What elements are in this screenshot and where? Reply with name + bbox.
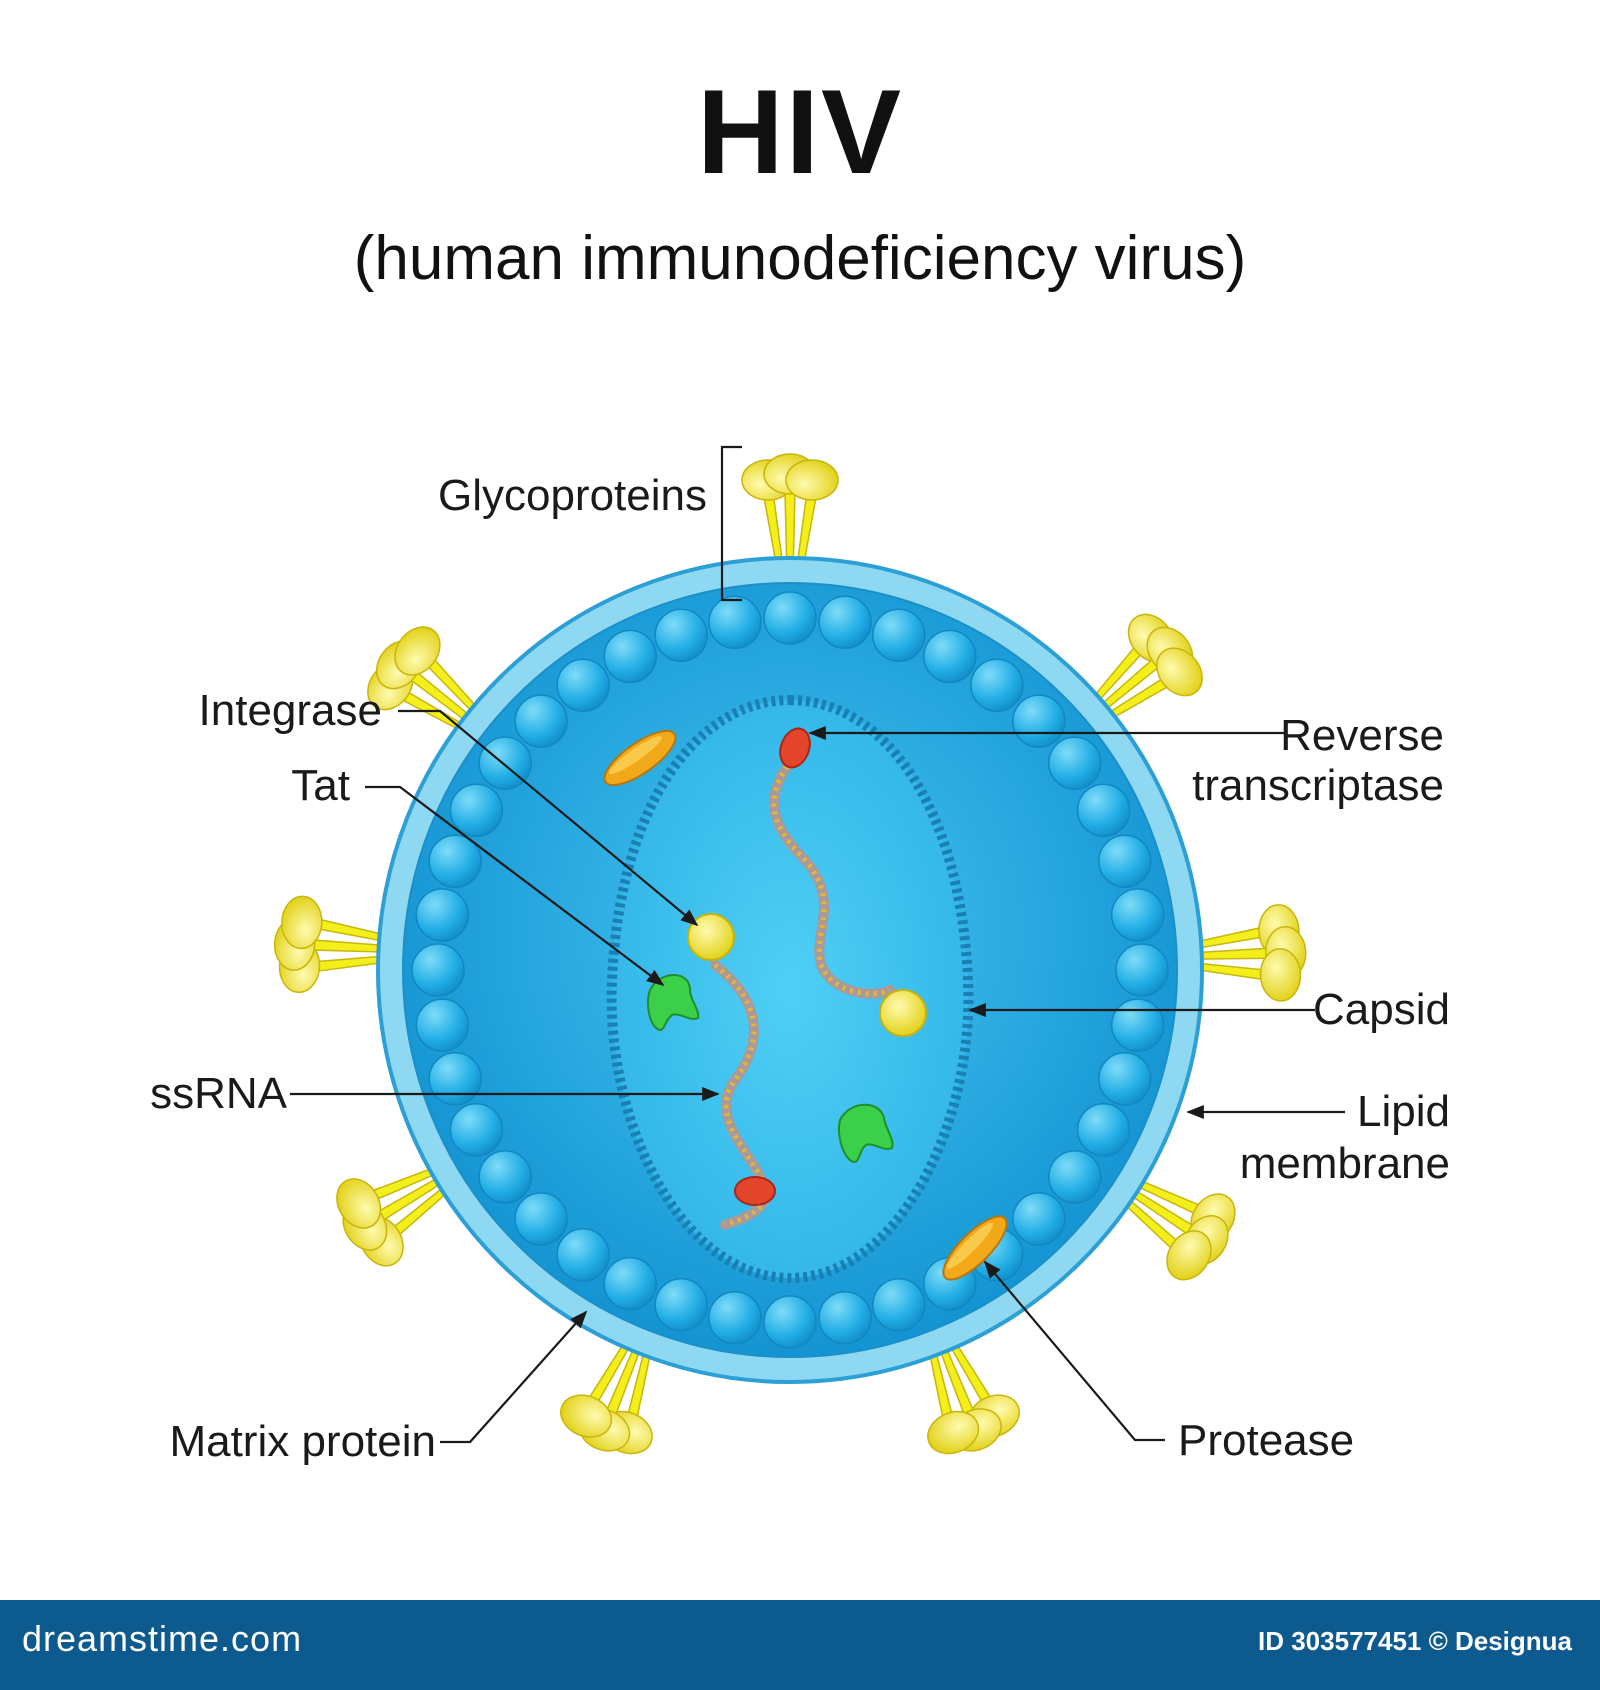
matrix-protein-ball: [872, 1278, 926, 1332]
matrix-protein-ball: [449, 783, 504, 837]
glycoprotein-spike: [926, 1330, 1020, 1455]
glycoproteins-bracket: [720, 445, 742, 602]
matrix-protein-ball: [1098, 1052, 1152, 1106]
page-title: HIV: [696, 65, 904, 199]
label-lipid-membrane-1: Lipid: [1357, 1087, 1450, 1136]
matrix-protein-ball: [1110, 998, 1165, 1052]
tat-protein-2: [838, 1103, 894, 1164]
glycoprotein-spike: [336, 1162, 459, 1267]
label-reverse-transcriptase-2: transcriptase: [1192, 761, 1444, 810]
ssrna-strand-left: [710, 960, 771, 1230]
matrix-protein-ball: [478, 1150, 532, 1204]
ssrna-strand-right: [769, 755, 895, 999]
matrix-protein-ball: [603, 1256, 657, 1311]
matrix-protein-ball: [763, 591, 817, 645]
glycoprotein-spike: [1084, 613, 1203, 727]
matrix-protein-ball: [708, 595, 762, 650]
protease-bottom: [942, 1215, 1008, 1281]
matrix-protein-leader: [440, 1310, 588, 1444]
matrix-protein-ball: [1012, 694, 1066, 748]
matrix-protein-ball: [556, 658, 610, 712]
matrix-protein-ball: [449, 1103, 504, 1157]
label-matrix-protein: Matrix protein: [169, 1417, 436, 1466]
matrix-protein-layer: [411, 591, 1169, 1349]
label-capsid: Capsid: [1313, 985, 1450, 1034]
matrix-protein-ball: [654, 1278, 708, 1332]
matrix-protein-ball: [818, 1290, 872, 1345]
glycoprotein-spike: [1183, 904, 1307, 1002]
integrase-particle: [687, 913, 735, 961]
footer-credit: ID 303577451 © Designua: [1258, 1626, 1572, 1656]
matrix-protein-ball: [411, 943, 465, 997]
matrix-protein-ball: [415, 998, 470, 1052]
reverse-transcriptase-bottom: [734, 1176, 776, 1206]
matrix-protein-ball: [428, 1052, 482, 1106]
matrix-protein-ball: [1098, 834, 1152, 888]
matrix-protein-ball: [514, 694, 568, 748]
label-protease: Protease: [1178, 1416, 1354, 1465]
matrix-protein-ball: [1115, 943, 1169, 997]
protease-leader: [983, 1260, 1165, 1442]
glycoprotein-spikes: [273, 453, 1307, 1455]
glycoprotein-spike: [1113, 1174, 1236, 1281]
footer-brand[interactable]: dreamstime.com: [22, 1618, 303, 1659]
matrix-protein-ball: [514, 1192, 568, 1246]
glycoprotein-spike: [367, 626, 487, 738]
label-tat: Tat: [291, 761, 350, 810]
matrix-protein-ball: [708, 1290, 762, 1345]
matrix-protein-ball: [1076, 783, 1131, 837]
protease-top: [603, 729, 677, 787]
matrix-protein-ball: [1048, 736, 1102, 790]
reverse-transcriptase-top: [779, 727, 811, 769]
matrix-protein-ball: [872, 608, 926, 662]
matrix-protein-ball: [923, 629, 977, 684]
matrix-protein-ball: [1012, 1192, 1066, 1246]
matrix-protein-ball: [970, 658, 1024, 712]
label-glycoproteins: Glycoproteins: [438, 471, 707, 520]
matrix-protein-ball: [428, 834, 482, 888]
tat-leader: [365, 785, 665, 987]
label-ssrna: ssRNA: [150, 1069, 288, 1118]
integrase-particle-2: [879, 989, 927, 1037]
matrix-protein-ball: [654, 608, 708, 662]
matrix-protein-ball: [818, 595, 872, 650]
leader-lines: [290, 445, 1345, 1444]
hiv-virus-diagram: Glycoproteins Integrase Tat ssRNA Matrix…: [150, 445, 1450, 1466]
matrix-protein-ball: [1110, 888, 1165, 942]
matrix-protein-ball: [1048, 1150, 1102, 1204]
tat-protein: [647, 974, 700, 1032]
glycoprotein-spike: [560, 1330, 654, 1455]
matrix-protein-ball: [415, 888, 470, 942]
integrase-leader: [398, 709, 699, 927]
footer-bar: dreamstime.com ID 303577451 © Designua: [0, 1600, 1600, 1690]
page-subtitle: (human immunodeficiency virus): [353, 224, 1247, 293]
matrix-protein-ball: [1076, 1103, 1131, 1157]
matrix-protein-ball: [763, 1295, 817, 1349]
label-lipid-membrane-2: membrane: [1240, 1139, 1450, 1188]
matrix-protein-ball: [603, 629, 657, 684]
label-reverse-transcriptase-1: Reverse: [1280, 711, 1444, 760]
matrix-protein-ball: [556, 1228, 610, 1282]
label-integrase: Integrase: [199, 686, 382, 735]
